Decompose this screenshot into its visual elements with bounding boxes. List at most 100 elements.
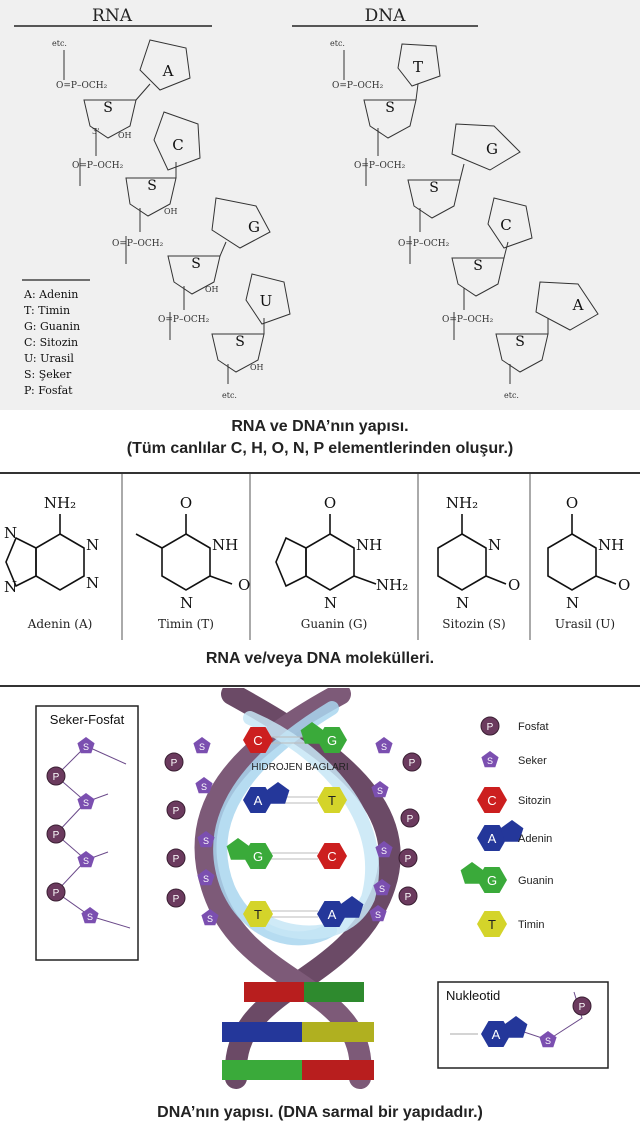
svg-text:O=P–OCH₂: O=P–OCH₂	[72, 161, 124, 171]
legend-guanin-symbol-shape	[477, 867, 507, 893]
urasil-molecule	[547, 514, 617, 591]
left-sugar-2-label: S	[201, 782, 207, 792]
right-phosphate-3-label: P	[407, 814, 414, 825]
right-phosphate-1-circle	[402, 752, 422, 772]
legend-adenin-symbol-ring	[500, 820, 524, 842]
pair-0-right-ring	[300, 722, 324, 744]
timin-molecule	[135, 514, 233, 591]
pair-2-left-shape	[243, 843, 273, 869]
nucleotide-base: A	[481, 1016, 528, 1047]
legend-timin: T: Timin	[24, 304, 70, 317]
rna-title: RNA	[92, 6, 133, 26]
pair-0-left-label: C	[253, 733, 262, 748]
right-sugar-4-shape	[375, 841, 393, 858]
nucleotide-phosphate-circle	[572, 996, 592, 1016]
legend-urasil: U: Urasil	[24, 352, 74, 365]
svg-text:O=P–OCH₂: O=P–OCH₂	[158, 315, 210, 325]
right-sugar-4-label: S	[381, 846, 387, 856]
left-sugar-6: S	[197, 869, 215, 886]
pair-0-right-shape	[317, 727, 347, 753]
rna-base-1: A	[162, 62, 174, 80]
svg-text:NH: NH	[356, 536, 382, 554]
rna-sugar-3	[167, 255, 221, 295]
left-sugar-2: S	[195, 777, 213, 794]
svg-text:O: O	[324, 494, 336, 512]
left-sugar-0: S	[193, 737, 211, 754]
guanin-molecule	[275, 514, 377, 591]
backbone-sugar-0-label: S	[83, 742, 89, 752]
left-sugar-8-label: S	[207, 914, 213, 924]
pair-3-right: A	[317, 896, 364, 927]
molecules-diagram: NH₂ N N N N O NH O N O NH NH₂ N NH₂ N O …	[4, 474, 630, 640]
backbone-sugar-6-shape	[81, 907, 99, 924]
backbone-phosphate-1-label: P	[53, 772, 60, 783]
svg-text:OH: OH	[118, 131, 132, 140]
backbone-sugar-4-shape	[77, 851, 95, 868]
backbone-phosphate-3: P	[46, 824, 66, 844]
svg-text:NH₂: NH₂	[44, 494, 76, 512]
rna-sugar-label-1: S	[103, 100, 113, 116]
backbone-sugar-2: S	[77, 793, 95, 810]
left-sugar-8: S	[201, 909, 219, 926]
left-sugar-2-shape	[195, 777, 213, 794]
dna-sugar-4	[495, 333, 549, 373]
pair-0-left: C	[243, 727, 273, 753]
legend-seker: S: Şeker	[24, 368, 72, 381]
left-phosphate-5-circle	[166, 848, 186, 868]
label-sitozin: Sitozin (S)	[442, 617, 505, 631]
hydrogen-bond-lines	[270, 736, 318, 918]
rna-sugar-2	[125, 177, 177, 217]
svg-text:N: N	[86, 536, 99, 554]
dna-etc-bottom: etc.	[504, 391, 519, 400]
pair-2-left-label: G	[253, 849, 263, 864]
rna-sugar-label-2: S	[147, 178, 157, 194]
legend-fosfat-symbol-circle	[480, 716, 500, 736]
svg-text:O=P–OCH₂: O=P–OCH₂	[398, 239, 450, 249]
dna-base-1: T	[413, 58, 423, 76]
svg-text:OH: OH	[164, 207, 178, 216]
rna-base-2: C	[172, 136, 183, 154]
svg-text:N: N	[4, 524, 17, 542]
structure-caption-line2: (Tüm canlılar C, H, O, N, P elementlerin…	[126, 440, 514, 457]
left-phosphate-7-label: P	[173, 894, 180, 905]
dna-sugar-label-2: S	[429, 180, 439, 196]
left-sugar-6-label: S	[203, 874, 209, 884]
svg-text:N: N	[456, 594, 469, 612]
pair-1-left: A	[243, 782, 290, 813]
legend-guanin-symbol-label: G	[487, 873, 497, 888]
rna-sugar-label-4: S	[235, 334, 245, 350]
right-phosphate-5-circle	[398, 848, 418, 868]
right-sugar-8-shape	[369, 905, 387, 922]
pair-2-right-shape	[317, 843, 347, 869]
rna-dna-structure-diagram: RNA DNA etc. O=P–OCH₂ 3' OH O=P–OCH₂ OH …	[14, 6, 599, 400]
left-phosphate-7: P	[166, 888, 186, 908]
pair-1-left-ring	[266, 782, 290, 804]
svg-text:O: O	[180, 494, 192, 512]
dna-sugar-label-1: S	[385, 100, 395, 116]
backbone-phosphate-1: P	[46, 766, 66, 786]
right-sugar-6-label: S	[379, 884, 385, 894]
svg-text:N: N	[180, 594, 193, 612]
pair-0-right: G	[300, 722, 347, 753]
nucleotide-sugar: S	[539, 1031, 557, 1048]
molecules-caption: RNA ve/veya DNA molekülleri.	[205, 650, 435, 667]
legend-adenin: A: Adenin	[23, 288, 78, 301]
left-phosphate-3: P	[166, 800, 186, 820]
left-sugar-8-shape	[201, 909, 219, 926]
sitozin-molecule	[437, 514, 507, 591]
dna-sugar-label-4: S	[515, 334, 525, 350]
legend-sitozin-symbol-shape	[477, 787, 507, 813]
left-phosphate-1-circle	[164, 752, 184, 772]
svg-text:O=P–OCH₂: O=P–OCH₂	[354, 161, 406, 171]
svg-text:NH: NH	[212, 536, 238, 554]
backbone-sugar-4: S	[77, 851, 95, 868]
dna-title: DNA	[365, 6, 407, 26]
pair-1-right: T	[317, 787, 347, 813]
backbone-box-title: Seker-Fosfat	[50, 712, 125, 727]
legend-sitozin: C: Sitozin	[24, 336, 78, 349]
legend-seker-symbol-shape	[481, 751, 499, 768]
